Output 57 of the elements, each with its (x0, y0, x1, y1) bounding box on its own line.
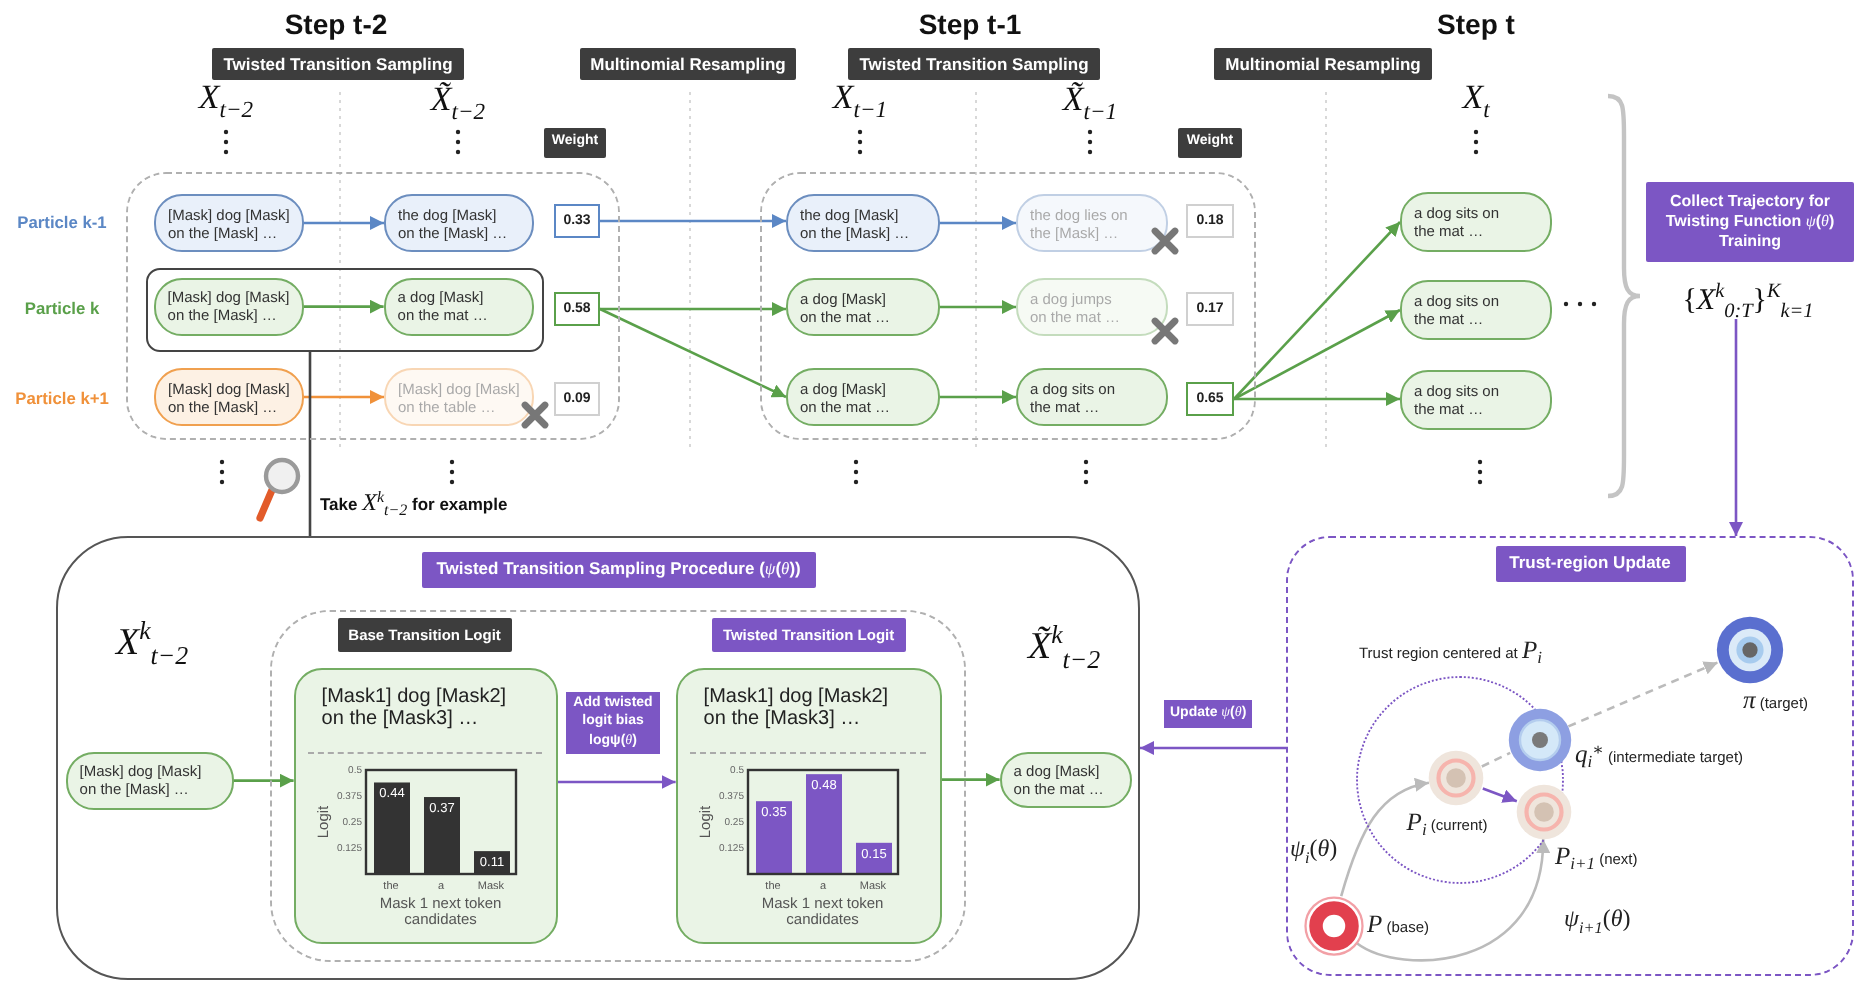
connector-line (1481, 751, 1511, 768)
math-label: X̃$_{t−2}$ (430, 80, 486, 120)
section-tag: Twisted Transition Sampling (848, 48, 1100, 80)
step-heading: Step t-2 (284, 8, 388, 40)
edge-label: ψ$_{i+1}$(θ) (1564, 904, 1631, 934)
ring-marker (1507, 707, 1571, 771)
section-tag: Multinomial Resampling (1214, 48, 1432, 80)
ring-marker (1428, 750, 1485, 807)
math-label: X$_{t−1}$ (832, 78, 888, 118)
arrow (1140, 741, 1286, 755)
arrow (233, 773, 294, 788)
arrow (1233, 308, 1401, 401)
arrow (557, 775, 676, 789)
arrow (941, 772, 1000, 787)
section-tag: Multinomial Resampling (580, 48, 796, 80)
arrow (599, 307, 787, 399)
section-tag: Twisted Transition Sampling (212, 48, 464, 80)
arrow (1482, 787, 1518, 803)
arrow (1234, 392, 1400, 406)
ring-marker (1515, 783, 1571, 839)
arrow (1233, 221, 1401, 400)
particle-label: Particle k (24, 298, 100, 318)
arrow (940, 390, 1016, 404)
ring-marker (1303, 895, 1363, 955)
arrow (600, 214, 786, 228)
curved-arrow (1339, 778, 1430, 897)
edge-label: ψ$_{i}$(θ) (1290, 834, 1338, 864)
section-tag: Twisted Transition Sampling Procedure (ψ(θ)) (421, 551, 816, 588)
trust-region-panel (1286, 536, 1854, 976)
logit-panel (675, 667, 942, 944)
step-heading: Step t-1 (918, 8, 1022, 40)
procedure-panel (56, 536, 1140, 980)
arrow (940, 216, 1016, 230)
sequence-text: [Mask1] dog [Mask2] on the [Mask3] … (321, 685, 509, 732)
particle-label: Particle k+1 (15, 388, 109, 408)
particle-label: Particle k-1 (17, 212, 107, 232)
ring-marker (1715, 615, 1783, 683)
logit-panel (293, 667, 558, 944)
step-heading: Step t (1437, 8, 1515, 40)
section-tag: Collect Trajectory for Twisting Function ψ(θ) Training (1646, 182, 1854, 262)
highlight-frame (146, 268, 544, 352)
section-tag: Trust-region Update (1495, 545, 1685, 581)
math-label: X$_{t−2}$ (198, 78, 254, 118)
sequence-text: [Mask1] dog [Mask2] on the [Mask3] … (703, 685, 891, 732)
arrow (304, 390, 384, 404)
arrow (600, 302, 786, 316)
math-label: X̃$_{t−1}$ (1062, 80, 1118, 120)
arrow (1729, 319, 1743, 536)
dashed-arrow (1567, 661, 1719, 728)
connector-line (308, 352, 312, 536)
dashed-group (269, 609, 966, 962)
math-label: X$_{t}$ (1462, 78, 1490, 118)
dashed-group (760, 172, 1256, 440)
curved-arrow (1356, 838, 1549, 962)
arrow (303, 299, 384, 314)
arrow (940, 300, 1016, 314)
arrow (304, 216, 384, 230)
